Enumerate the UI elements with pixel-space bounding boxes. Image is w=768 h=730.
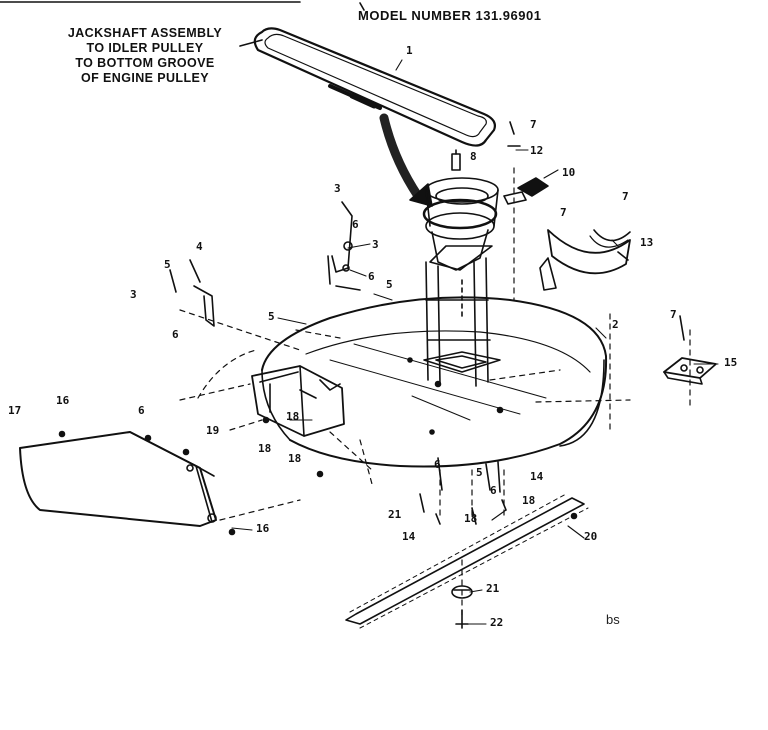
callout-19: 19: [206, 424, 220, 437]
callout-14: 14: [530, 470, 544, 483]
callout-6: 6: [434, 458, 441, 471]
spindle-housing: [423, 257, 501, 387]
dashed-guides: [179, 167, 691, 621]
callout-18: 18: [522, 494, 536, 507]
callout-6: 6: [352, 218, 359, 231]
callout-7: 7: [560, 206, 567, 219]
callout-6: 6: [368, 270, 375, 283]
idler-bracket: [327, 201, 361, 291]
cutter-blade: [345, 493, 589, 629]
belt-routing-note: JACKSHAFT ASSEMBLY TO IDLER PULLEY TO BO…: [40, 26, 250, 86]
note-leader: [239, 39, 263, 47]
callout-7: 7: [622, 190, 629, 203]
routing-arrow: [379, 113, 433, 207]
callout-21: 21: [486, 582, 500, 595]
left-bracket: [169, 259, 215, 327]
note-line-4: OF ENGINE PULLEY: [81, 71, 209, 85]
discharge-chute: [19, 431, 217, 527]
callout-8: 8: [470, 150, 477, 163]
callout-6: 6: [490, 484, 497, 497]
callout-22: 22: [490, 616, 504, 629]
callout-2: 2: [612, 318, 619, 331]
callout-1: 1: [406, 44, 413, 57]
callout-15: 15: [724, 356, 738, 369]
callout-5: 5: [476, 466, 483, 479]
note-line-1: JACKSHAFT ASSEMBLY: [67, 26, 223, 40]
callout-20: 20: [584, 530, 598, 543]
callout-16: 16: [56, 394, 70, 407]
callout-7: 7: [670, 308, 677, 321]
callout-5: 5: [164, 258, 171, 271]
spring-assembly: [503, 121, 549, 205]
callout-14: 14: [402, 530, 416, 543]
callout-12: 12: [530, 144, 544, 157]
v-belt: [253, 27, 496, 147]
drawing-code: bs: [606, 612, 620, 627]
note-line-2: TO IDLER PULLEY: [86, 41, 204, 55]
callout-18: 18: [286, 410, 300, 423]
callout-18: 18: [258, 442, 272, 455]
model-number-label: MODEL NUMBER 131.96901: [358, 8, 542, 23]
callout-leaders: [231, 59, 719, 625]
callout-4: 4: [196, 240, 203, 253]
callout-3: 3: [372, 238, 379, 251]
page-edge: [0, 1, 365, 11]
callout-3: 3: [334, 182, 341, 195]
under-deck-hardware: [419, 457, 507, 525]
deflector-bracket: [251, 365, 345, 437]
callout-5: 5: [268, 310, 275, 323]
belt-guard: [539, 229, 631, 291]
spindle-pulley: [422, 149, 499, 271]
callout-10: 10: [562, 166, 576, 179]
note-line-3: TO BOTTOM GROOVE: [75, 56, 215, 70]
callout-5: 5: [386, 278, 393, 291]
callout-3: 3: [130, 288, 137, 301]
callout-17: 17: [8, 404, 22, 417]
fasteners: [58, 357, 578, 536]
deck-housing: [261, 296, 608, 468]
callout-7: 7: [530, 118, 537, 131]
callout-6: 6: [172, 328, 179, 341]
callout-13: 13: [640, 236, 654, 249]
callout-18: 18: [288, 452, 302, 465]
callout-21: 21: [388, 508, 402, 521]
callout-18: 18: [464, 512, 478, 525]
callout-6: 6: [138, 404, 145, 417]
callout-16: 16: [256, 522, 270, 535]
